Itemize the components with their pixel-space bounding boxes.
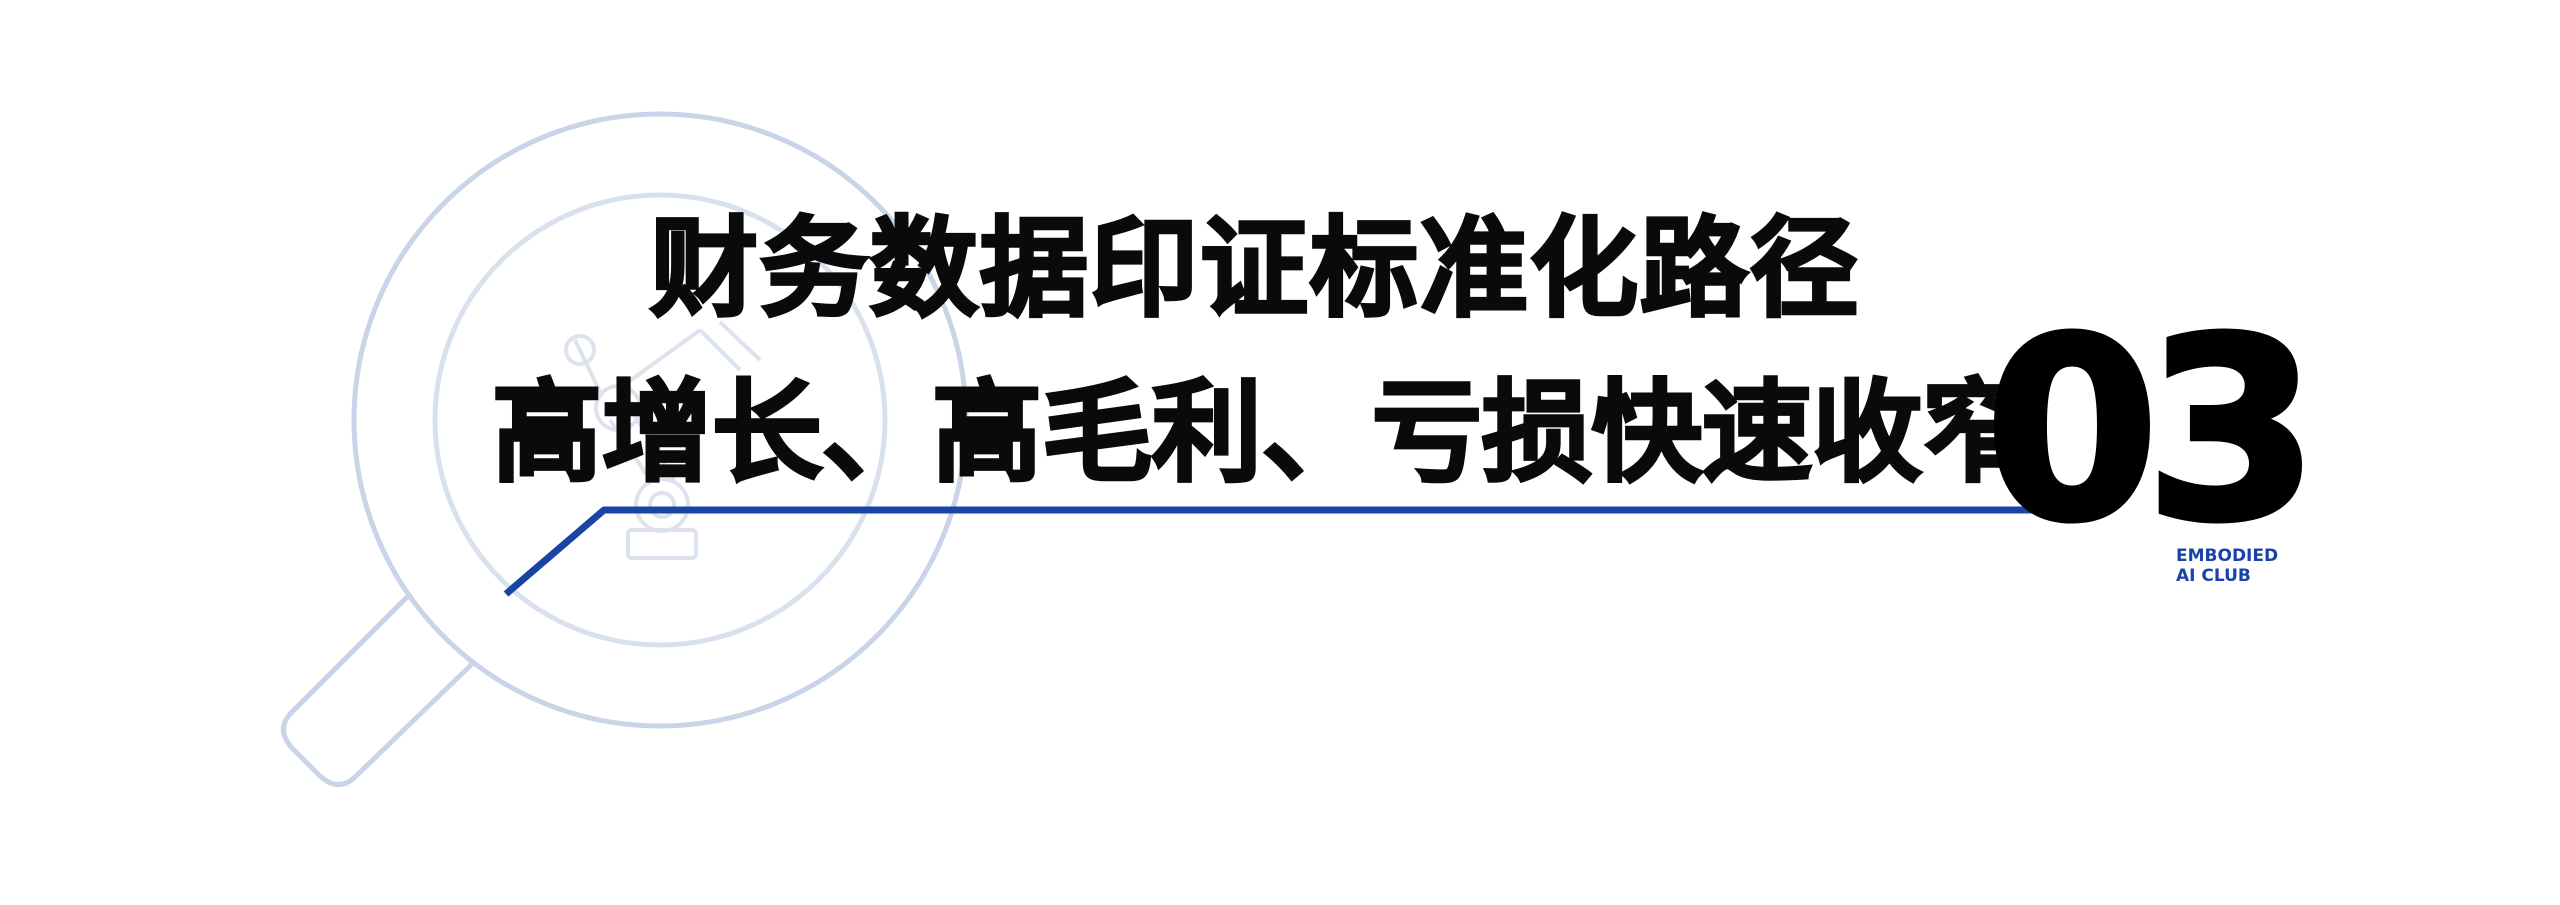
magnifier-icon: [281, 111, 969, 787]
section-number: 03: [1982, 285, 2322, 576]
brand-line-2: AI CLUB: [2176, 566, 2251, 586]
page-title: 财务数据印证标准化路径: [648, 207, 1861, 332]
robot-arm-icon: [564, 320, 762, 560]
brand-line-1: EMBODIED: [2176, 546, 2279, 566]
brand-logo-text: EMBODIED AI CLUB: [2176, 546, 2278, 586]
accent-line: [503, 506, 2040, 597]
page-subtitle: 高增长、高毛利、亏损快速收窄: [491, 369, 2034, 497]
